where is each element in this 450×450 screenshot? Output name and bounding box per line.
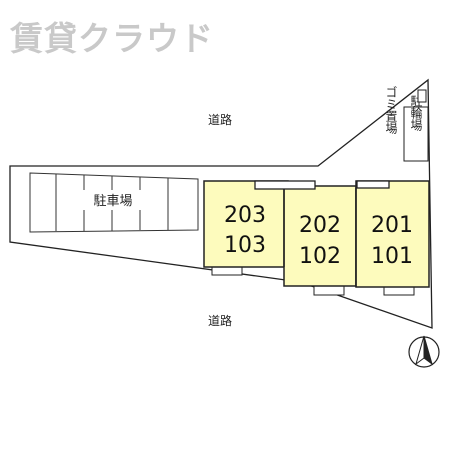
road-top-label: 道路: [208, 112, 232, 127]
unit-block-203-103[interactable]: [203, 180, 289, 268]
parking-label: 駐車場: [93, 194, 132, 209]
unit-101-label: 101: [371, 244, 413, 269]
unit-block-201-101[interactable]: [355, 180, 430, 288]
parking-area: [29, 172, 199, 233]
north-arrow-icon: [408, 335, 440, 368]
corner-marker: [417, 89, 427, 103]
parking-label-bg: [82, 190, 144, 210]
unit-102-label: 102: [299, 244, 341, 269]
bicycle-parking-box: [403, 106, 429, 162]
unit-103-label: 103: [224, 233, 266, 258]
building: [203, 180, 430, 288]
unit-202-label: 202: [299, 213, 341, 238]
watermark-logo: 賃貸クラウド: [10, 19, 214, 58]
road-bottom-label: 道路: [208, 313, 232, 328]
unit-201-label: 201: [371, 213, 413, 238]
entrance-notches: [254, 180, 390, 190]
bicycle-label: 駐輪場: [409, 94, 423, 132]
unit-block-202-102[interactable]: [283, 185, 357, 287]
garbage-label: ゴミ置場: [384, 85, 398, 135]
unit-203-label: 203: [224, 203, 266, 228]
